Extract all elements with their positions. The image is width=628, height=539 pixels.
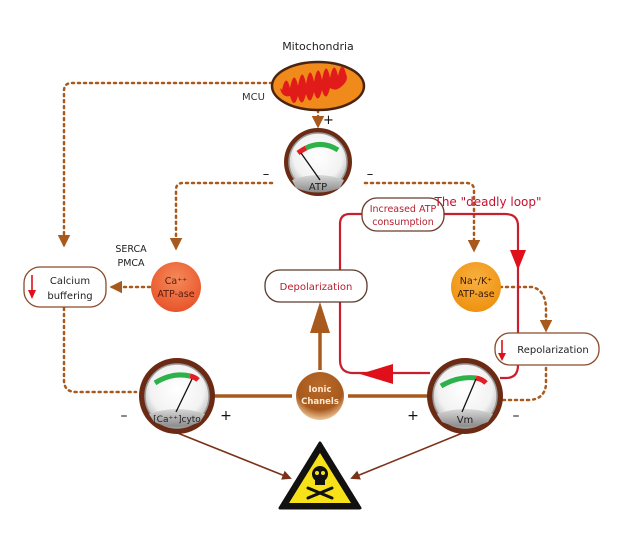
- svg-text:Na⁺/K⁺: Na⁺/K⁺: [460, 276, 492, 287]
- svg-text:+: +: [220, 408, 232, 424]
- increased-atp-line1: Increased ATP: [370, 204, 437, 215]
- connector-na-k-to-repolarization: [498, 285, 553, 333]
- depolarization-node: Depolarization: [264, 269, 368, 303]
- connector-mito-to-calcium-buffering: [57, 81, 274, 248]
- svg-text:–: –: [513, 408, 520, 424]
- atp-gauge-needle: [300, 152, 321, 181]
- mcu-label: MCU: [242, 92, 265, 103]
- dotted-connectors: [57, 81, 553, 402]
- ionic-channel-links: [200, 330, 430, 398]
- hazard-arrows: [174, 431, 466, 480]
- mitochondria-plus-sign: +: [323, 113, 334, 128]
- svg-text:PMCA: PMCA: [117, 258, 145, 269]
- deadly-loop-title: The "deadly loop": [433, 195, 541, 209]
- svg-text:Chanels: Chanels: [301, 397, 339, 407]
- skull-crossbones-warning-icon: [278, 441, 362, 510]
- connector-atp-to-na-k-atpase: [363, 181, 481, 253]
- ca-cyto-gauge: [Ca⁺⁺]cyto – +: [121, 358, 232, 434]
- depolarization-arrow-head: [310, 302, 330, 333]
- repolarization-node: Repolarization: [494, 332, 600, 366]
- svg-text:ATP-ase: ATP-ase: [157, 289, 194, 300]
- svg-text:+: +: [407, 408, 419, 424]
- svg-text:Calcium: Calcium: [50, 276, 90, 287]
- atp-minus-right: –: [367, 167, 374, 182]
- deadly-loop-arrow-left: [360, 364, 393, 384]
- svg-text:ATP-ase: ATP-ase: [457, 289, 494, 300]
- na-k-atpase-node: Na⁺/K⁺ ATP-ase: [451, 262, 501, 312]
- increased-atp-line2: consumption: [372, 217, 434, 228]
- mitochondria-label: Mitochondria: [282, 40, 354, 53]
- svg-text:Ca⁺⁺: Ca⁺⁺: [165, 276, 187, 287]
- svg-text:Repolarization: Repolarization: [517, 345, 588, 356]
- svg-text:Ionic: Ionic: [308, 385, 331, 395]
- svg-text:–: –: [121, 408, 128, 424]
- atp-gauge-red-arc: [296, 145, 308, 156]
- ionic-channels-node: Ionic Chanels: [296, 372, 344, 420]
- connector-repolarization-to-vm: [498, 366, 548, 402]
- svg-text:[Ca⁺⁺]cyto: [Ca⁺⁺]cyto: [153, 415, 201, 425]
- svg-text:buffering: buffering: [47, 291, 92, 302]
- svg-text:Vm: Vm: [457, 415, 474, 426]
- mitochondria: Mitochondria MCU +: [242, 40, 366, 128]
- calcium-buffering-node: Calcium buffering: [23, 266, 107, 308]
- connector-buffering-to-ca-gauge: [62, 306, 138, 394]
- connector-atp-to-ca-atpase: [169, 181, 274, 251]
- vm-gauge: Vm + –: [407, 358, 520, 434]
- atp-gauge-green-arc: [304, 142, 340, 153]
- serca-pmca-label: SERCA PMCA: [115, 244, 147, 269]
- ca-atpase-node: Ca⁺⁺ ATP-ase: [151, 262, 201, 312]
- atp-gauge-label: ATP: [309, 182, 327, 193]
- atp-minus-left: –: [263, 167, 270, 182]
- deadly-loop-arrow-down: [510, 250, 526, 270]
- svg-text:Depolarization: Depolarization: [280, 282, 353, 293]
- svg-text:SERCA: SERCA: [115, 244, 147, 255]
- increased-atp-consumption-node: Increased ATP consumption: [361, 197, 445, 232]
- atp-gauge: ATP – –: [263, 128, 374, 196]
